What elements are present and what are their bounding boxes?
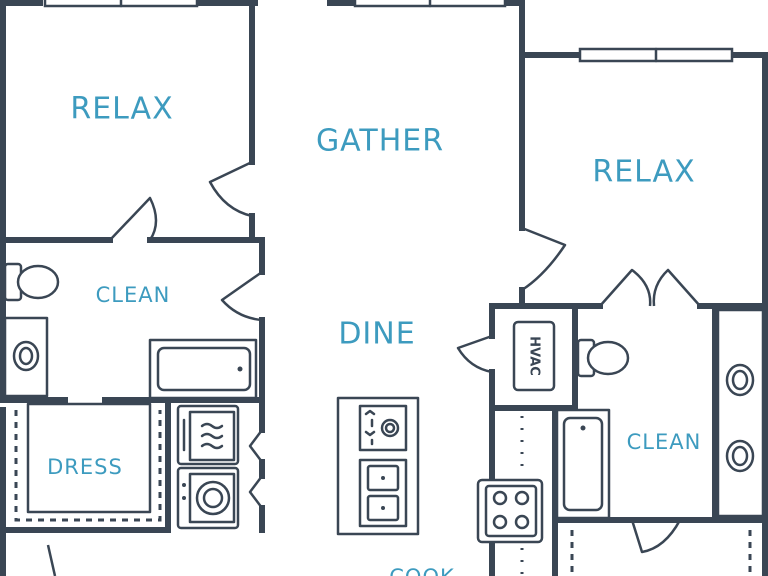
- washer: [176, 466, 240, 530]
- door-closet-right-b: [652, 268, 701, 307]
- room-label-dress: DRESS: [47, 455, 123, 479]
- closet-rails: [14, 402, 162, 522]
- door-clean-left: [220, 270, 263, 322]
- room-label-relax-right: RELAX: [592, 155, 695, 190]
- door-closet-right-a: [599, 268, 652, 307]
- bathtub-right: [555, 408, 611, 520]
- room-label-dine: DINE: [338, 317, 415, 352]
- door-hvac: [456, 334, 493, 374]
- closet-right: [570, 530, 752, 576]
- room-label-clean-left: CLEAN: [96, 283, 171, 307]
- fixtures: HVAC: [3, 262, 765, 576]
- door-clean-right: [630, 519, 682, 554]
- toilet-left: [3, 262, 60, 302]
- door-relax-left: [208, 160, 253, 218]
- hvac-label: HVAC: [527, 336, 542, 376]
- dryer: [176, 404, 240, 466]
- kitchen-island: [336, 396, 420, 536]
- bathtub-left: [148, 338, 258, 400]
- room-label-cook: COOK: [389, 565, 455, 576]
- door-relax-clean-left: [109, 196, 158, 241]
- stove: [476, 478, 544, 544]
- room-labels: RELAX GATHER RELAX CLEAN DINE CLEAN DRES…: [47, 92, 702, 576]
- sinks-right: [716, 308, 765, 518]
- room-label-relax-left: RELAX: [70, 92, 173, 127]
- windows: [43, 0, 734, 63]
- hvac-unit: HVAC: [512, 320, 556, 392]
- toilet-right: [576, 338, 630, 378]
- room-label-gather: GATHER: [316, 124, 444, 159]
- sink-left: [3, 316, 49, 398]
- room-label-clean-right: CLEAN: [627, 430, 702, 454]
- door-relax-right: [521, 226, 567, 292]
